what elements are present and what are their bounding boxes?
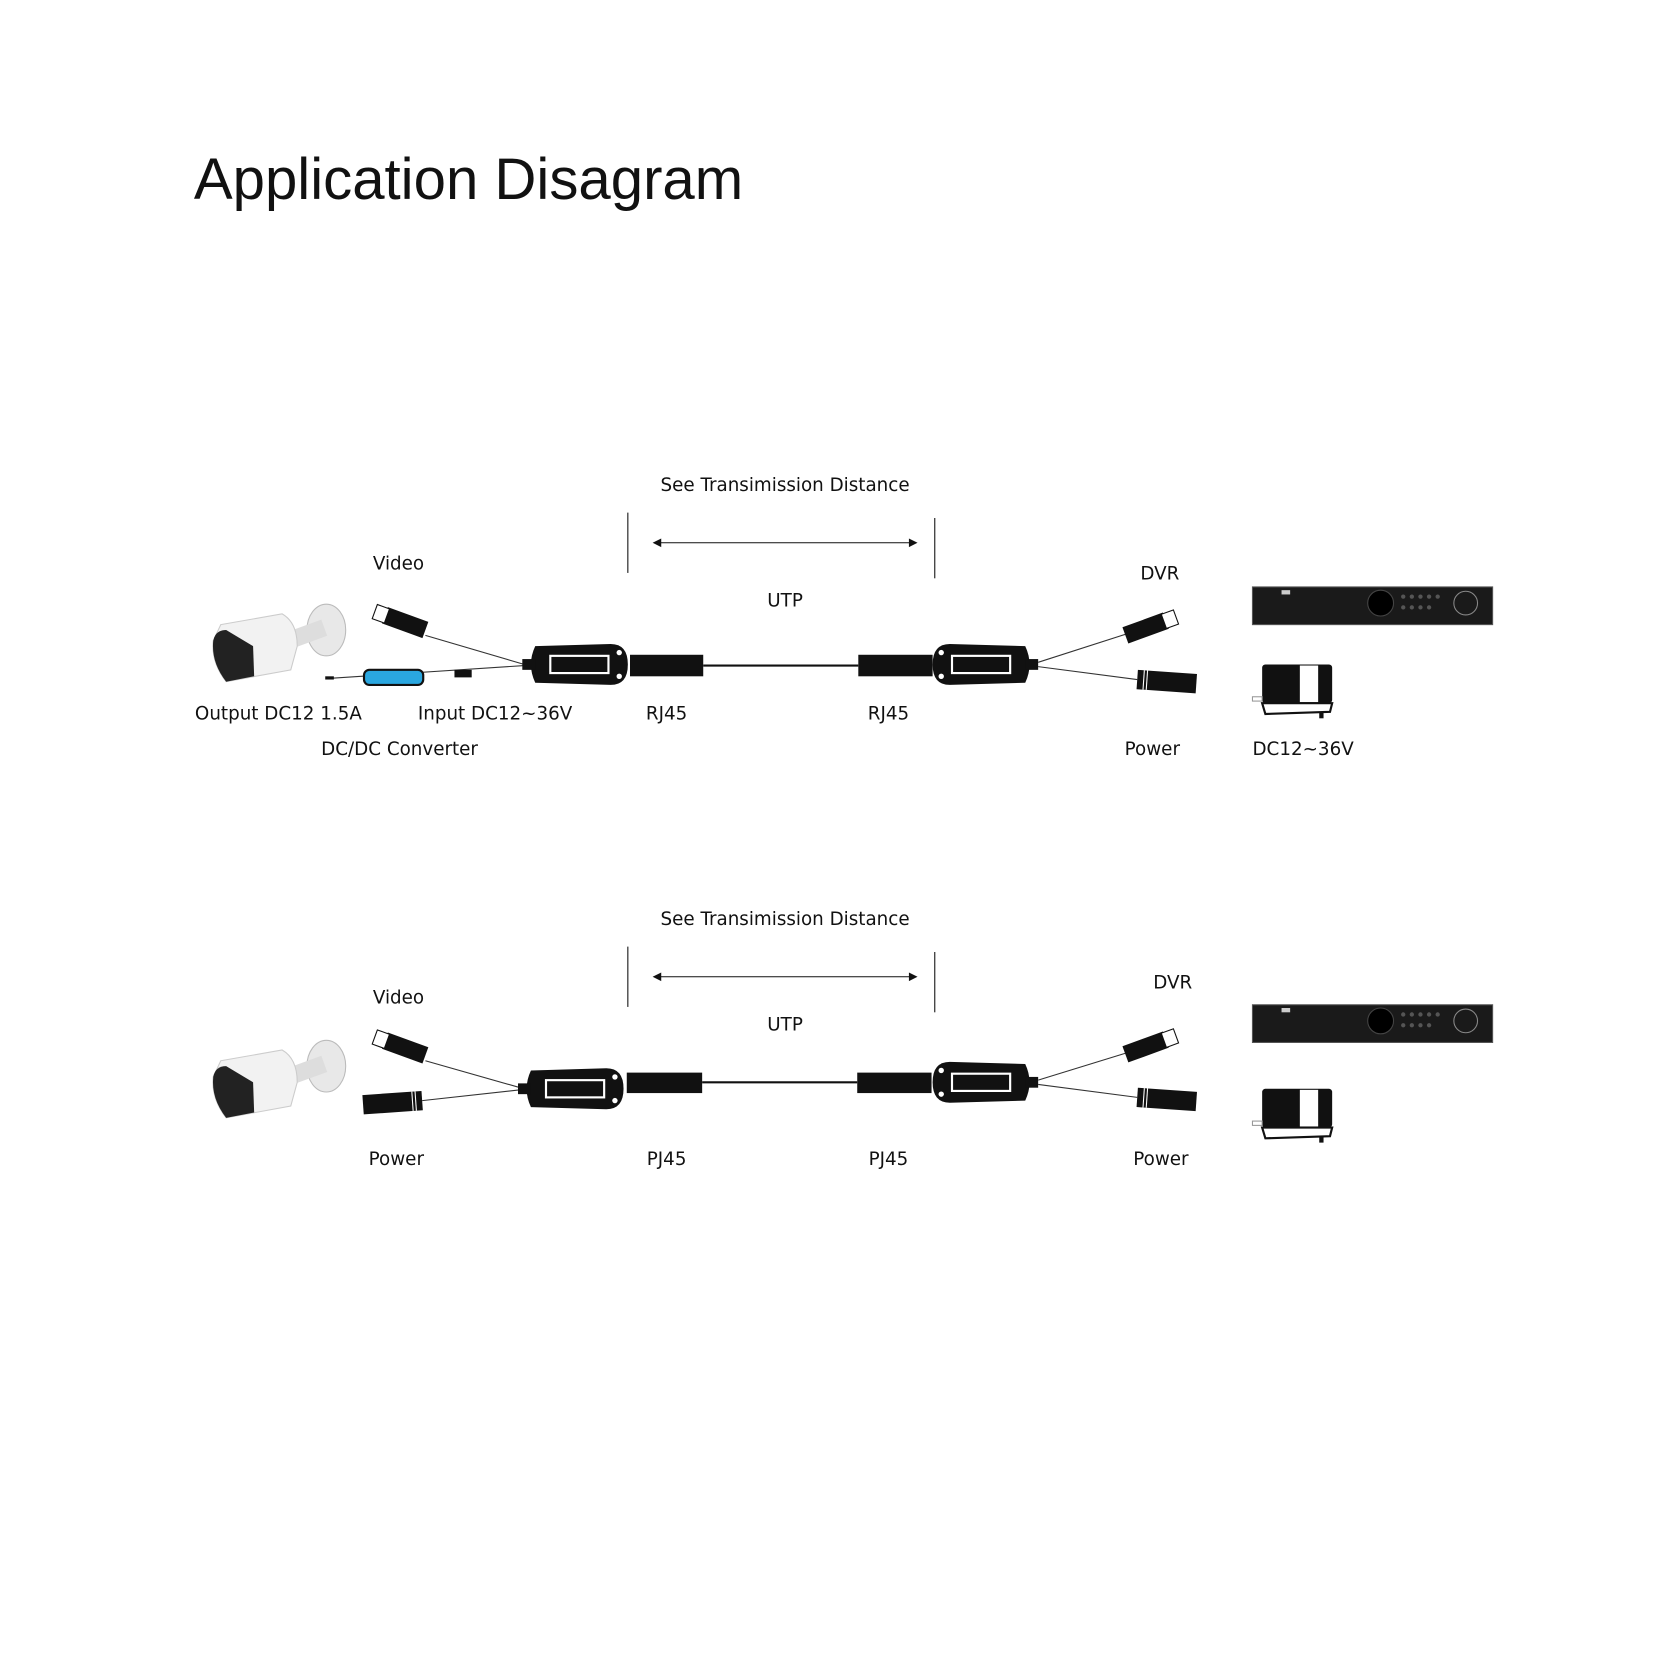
utp-label: UTP	[767, 1015, 803, 1036]
dvr-label: DVR	[1153, 973, 1192, 994]
diagram-with-converter: See Transimission Distance Video UTP DVR	[195, 475, 1494, 760]
left-balun-icon	[521, 642, 629, 687]
diagram-direct-power: See Transimission Distance Video UTP DVR…	[212, 909, 1494, 1170]
power-plug-icon	[1136, 669, 1198, 694]
video-label: Video	[373, 988, 424, 1009]
right-balun-icon	[931, 642, 1040, 687]
input-label: Input DC12~36V	[418, 703, 573, 724]
left-pj45-connector-icon	[626, 1072, 703, 1094]
converter-label: DC/DC Converter	[321, 739, 478, 760]
video-bnc-connector-icon	[371, 602, 429, 639]
double-arrow-icon	[652, 538, 918, 548]
camera-icon	[212, 1039, 347, 1119]
dc-dc-converter-icon	[325, 665, 525, 686]
utp-label: UTP	[767, 590, 803, 611]
camera-icon	[212, 603, 347, 683]
left-balun-icon	[516, 1067, 625, 1111]
power-adapter-icon	[1251, 1087, 1334, 1144]
video-bnc-connector-icon	[371, 1028, 429, 1065]
distance-label: See Transimission Distance	[661, 475, 910, 496]
power-label: Power	[1125, 739, 1181, 760]
left-rj45-connector-icon	[630, 654, 704, 677]
adapter-label: DC12~36V	[1252, 739, 1354, 760]
dvr-bnc-connector-icon	[1121, 1027, 1180, 1063]
right-pj45-connector-icon	[857, 1072, 932, 1094]
page-title: Application Disagram	[194, 147, 743, 212]
power-adapter-icon	[1251, 663, 1334, 720]
dvr-bnc-connector-icon	[1121, 608, 1180, 645]
dvr-icon	[1251, 586, 1494, 626]
left-power-label: Power	[369, 1149, 425, 1170]
video-cable	[425, 634, 525, 665]
dvr-label: DVR	[1140, 563, 1179, 584]
left-pj45-label: PJ45	[647, 1149, 687, 1170]
left-rj45-label: RJ45	[646, 703, 687, 724]
power-plug-icon	[361, 1090, 424, 1115]
double-arrow-icon	[652, 972, 918, 982]
dvr-icon	[1251, 1004, 1494, 1044]
power-label: Power	[1133, 1149, 1189, 1170]
right-pj45-label: PJ45	[869, 1149, 909, 1170]
right-balun-icon	[931, 1060, 1040, 1104]
output-label: Output DC12 1.5A	[195, 703, 362, 724]
right-rj45-label: RJ45	[868, 703, 909, 724]
video-label: Video	[373, 554, 424, 575]
distance-label: See Transimission Distance	[661, 909, 910, 930]
power-plug-icon	[1136, 1087, 1198, 1112]
right-rj45-connector-icon	[858, 654, 933, 677]
